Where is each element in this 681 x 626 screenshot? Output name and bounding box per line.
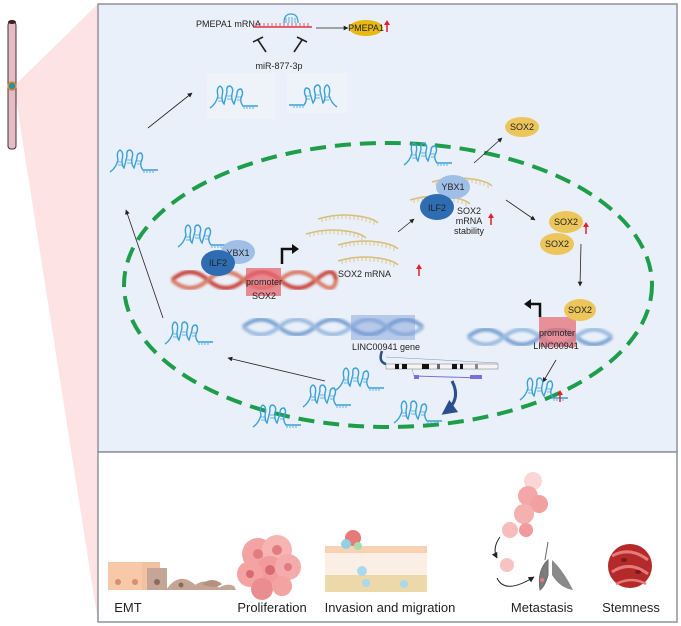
ilf2-protein xyxy=(201,250,235,276)
genome-track xyxy=(379,350,499,415)
arrow-export xyxy=(125,209,164,319)
linc-gene-region xyxy=(351,315,415,340)
mirna-label: miR-877-3p xyxy=(255,61,302,71)
sox2-protein xyxy=(549,211,583,233)
phenotype-label-stemness: Stemness xyxy=(602,600,660,615)
phenotype-label-proliferation: Proliferation xyxy=(237,600,306,615)
sox2-protein-label: SOX2 xyxy=(554,217,578,227)
up-arrow-icon xyxy=(557,390,563,402)
up-arrow-icon xyxy=(583,222,589,234)
phenotype-label-emt: EMT xyxy=(114,600,142,615)
sox2-protein-label: SOX2 xyxy=(568,305,592,315)
promoter-label: promoter xyxy=(246,277,282,287)
arrow-to-stabilization xyxy=(397,218,415,233)
ilf2-label: ILF2 xyxy=(428,203,446,213)
ilf2-label: ILF2 xyxy=(209,258,227,268)
stability-label-3: stability xyxy=(454,226,485,236)
sox2-protein xyxy=(540,233,574,255)
arrow-to-nuclear-lncrna xyxy=(227,356,326,382)
arrow-to-nuclear-sox2 xyxy=(505,199,536,221)
arrow-to-sponge xyxy=(147,92,193,129)
invasion-illustration xyxy=(325,530,427,592)
sox2-protein-label: SOX2 xyxy=(510,122,534,132)
sox2-mrna-label: SOX2 mRNA xyxy=(338,269,391,279)
up-arrow-icon xyxy=(488,213,494,225)
sox2-protein-label: SOX2 xyxy=(545,239,569,249)
tissue-zoom xyxy=(7,4,98,622)
phenotype-label-metastasis: Metastasis xyxy=(511,600,574,615)
tumor-site-icon xyxy=(7,81,17,91)
linc-promoter xyxy=(539,317,576,347)
sox2-promoter xyxy=(246,268,281,296)
up-arrow-icon xyxy=(416,264,422,276)
ybx1-protein xyxy=(436,175,470,199)
ybx1-label: YBX1 xyxy=(441,182,464,192)
ilf2-protein xyxy=(420,194,454,220)
metastasis-illustration xyxy=(491,472,573,591)
arrow-to-new-lncrna xyxy=(542,359,557,383)
proliferation-illustration xyxy=(237,535,301,600)
sox2-gene-label: SOX2 xyxy=(252,291,276,301)
inhibition-icon xyxy=(252,36,267,53)
sox2-protein xyxy=(564,299,596,321)
sox2-protein-cytoplasm xyxy=(505,117,539,137)
transcription-start-icon xyxy=(524,299,542,317)
linc-promoter-gene-label: LINC00941 xyxy=(533,341,579,351)
phenotype-label-invasion: Invasion and migration xyxy=(325,600,456,615)
pmepa1-protein-label: PMEPA1 xyxy=(348,23,384,33)
stability-label-1: SOX2 xyxy=(457,206,481,216)
transcription-start-icon xyxy=(280,244,299,264)
pmepa1-protein xyxy=(349,20,383,36)
stemness-illustration xyxy=(608,544,652,588)
inhibition-icon xyxy=(293,36,308,53)
mechanism-panel xyxy=(97,3,678,453)
nucleus-boundary xyxy=(122,141,654,429)
linc-promoter-label: promoter xyxy=(539,328,575,338)
arrow-to-cytoplasm-sox2 xyxy=(473,137,503,164)
up-arrow-icon xyxy=(384,20,390,32)
linc-gene-label: LINC00941 gene xyxy=(352,342,420,352)
pmepa1-mrna-label: PMEPA1 mRNA xyxy=(196,19,261,29)
phenotype-panel xyxy=(97,451,678,623)
emt-illustration xyxy=(108,562,236,590)
linc-gene-helix xyxy=(241,317,425,337)
arrow-to-linc-promoter xyxy=(577,243,583,287)
stability-label-2: mRNA xyxy=(456,216,483,226)
pmepa1-mrna-strand xyxy=(253,13,312,28)
zoom-wedge xyxy=(14,4,98,622)
ybx1-label: YBX1 xyxy=(226,248,249,258)
